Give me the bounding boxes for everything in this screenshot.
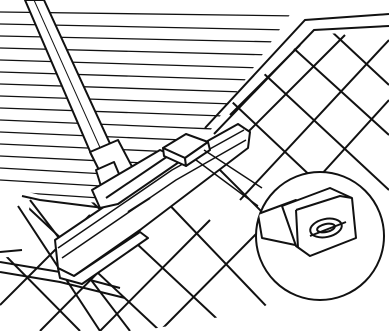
vacuum-wand bbox=[25, 0, 112, 156]
magnifier-callout-icon bbox=[256, 172, 384, 300]
